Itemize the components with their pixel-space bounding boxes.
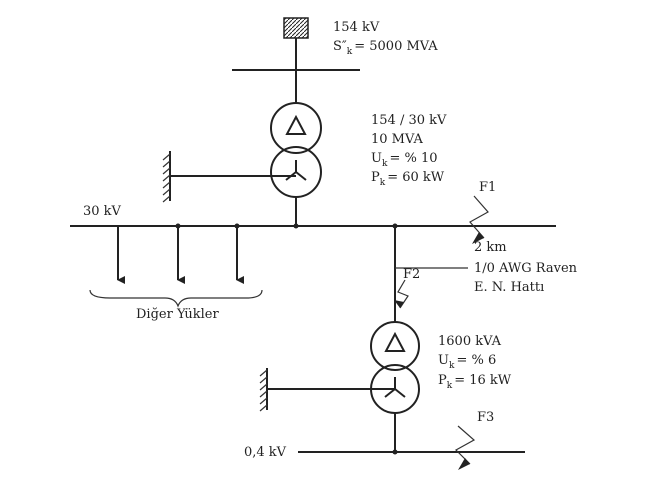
t2-uk: Uk= % 6 <box>438 353 496 371</box>
fault-f2-label: F2 <box>403 267 420 282</box>
fault-f1-icon <box>469 195 489 239</box>
t1-uk: Uk= % 10 <box>371 151 438 169</box>
t2-rating: 1600 kVA <box>438 334 502 349</box>
source-voltage: 154 kV <box>333 20 380 35</box>
line-length: 2 km <box>474 240 507 255</box>
t1-ratio: 154 / 30 kV <box>371 113 447 128</box>
fault-f1-label: F1 <box>479 180 496 195</box>
source-short-circuit-power: S″k= 5000 MVA <box>333 39 438 57</box>
line-type: E. N. Hattı <box>474 280 544 295</box>
fault-f3-icon <box>455 425 476 465</box>
loads-label: Diğer Yükler <box>136 307 219 322</box>
bus-04kv-label: 0,4 kV <box>244 445 287 460</box>
bus-30kv-label: 30 kV <box>83 204 122 219</box>
fault-f3-label: F3 <box>477 410 494 425</box>
t1-pk: Pk= 60 kW <box>371 170 445 188</box>
ground-2-hatch <box>259 369 268 412</box>
t1-rating: 10 MVA <box>371 132 423 147</box>
loads-brace <box>89 289 263 308</box>
transformer-2-icon <box>370 321 420 414</box>
line-conductor: 1/0 AWG Raven <box>474 261 578 276</box>
ground-1-hatch <box>162 153 171 203</box>
t2-pk: Pk= 16 kW <box>438 373 512 391</box>
transformer-1-icon <box>270 102 322 198</box>
grid-source-icon <box>283 17 309 39</box>
